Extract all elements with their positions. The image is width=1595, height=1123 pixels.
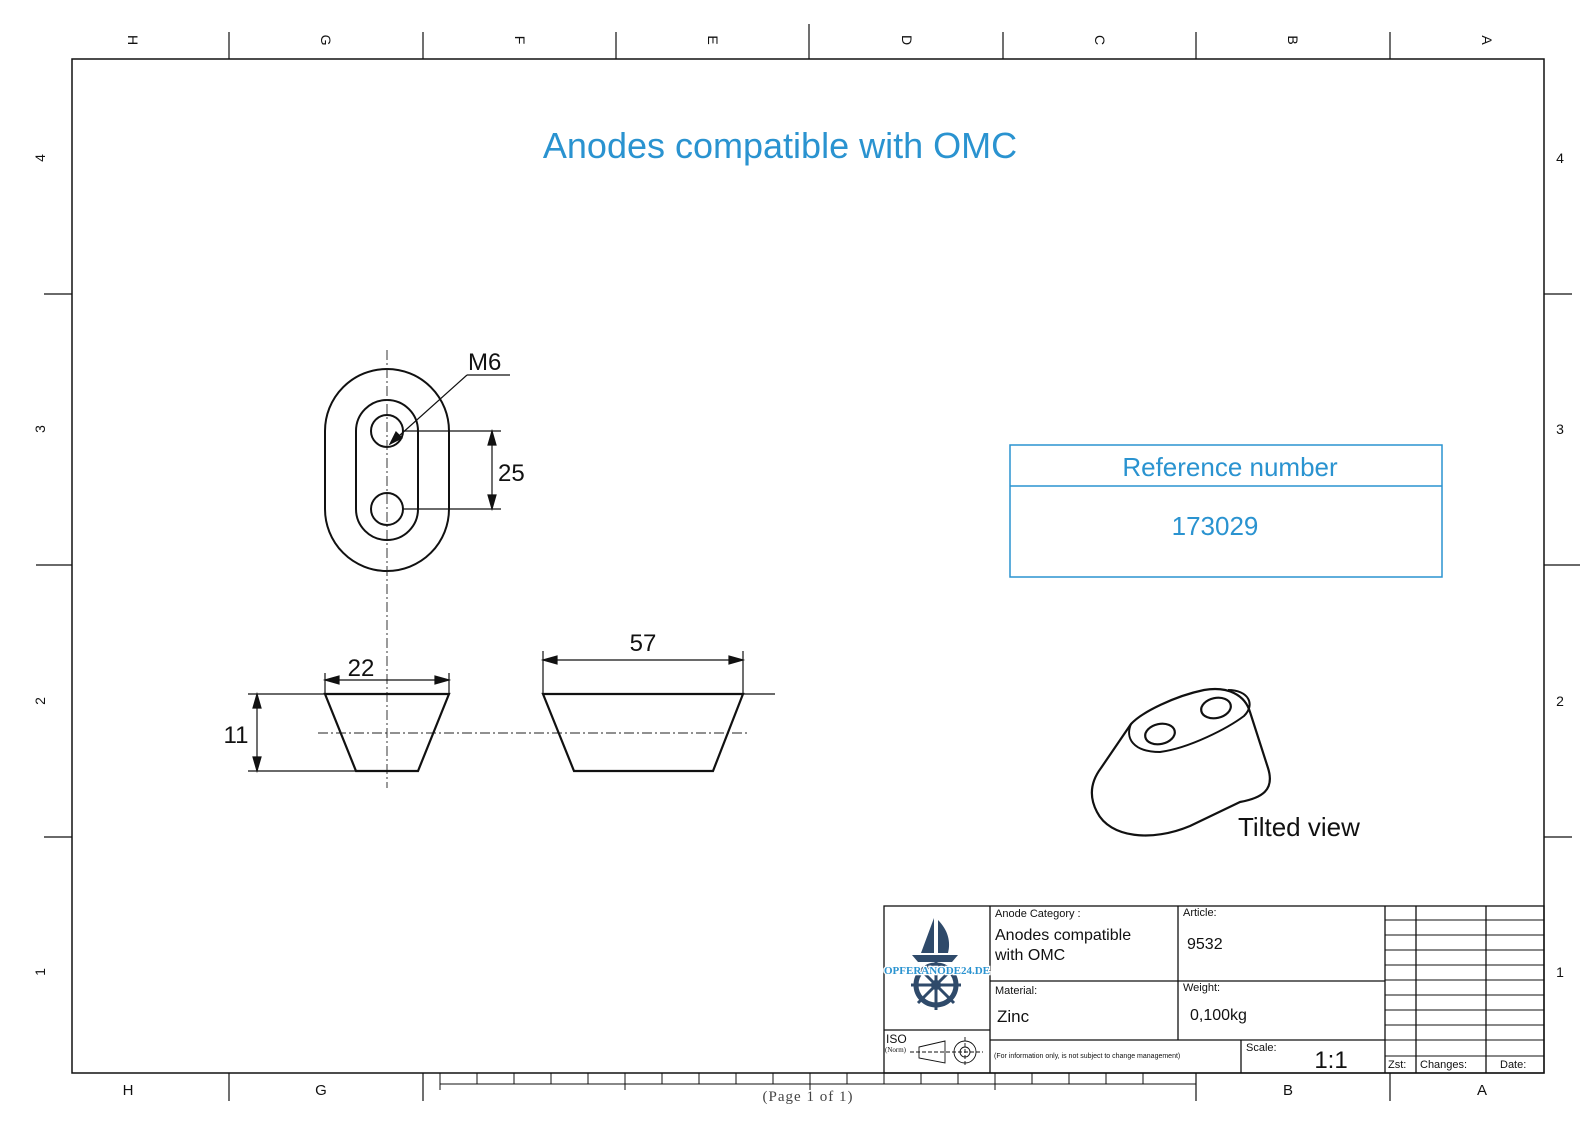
tilted-view [1090, 688, 1271, 837]
dim-hole-spacing-lines [404, 428, 501, 512]
tilted-view-body [1090, 688, 1271, 837]
dim-hole-spacing: 25 [498, 460, 525, 487]
zone-row-1-right: 1 [1556, 964, 1564, 980]
zone-col-c-top: C [1092, 35, 1108, 45]
dim-width: 22 [348, 655, 375, 682]
rev-zst-label: Zst: [1388, 1059, 1406, 1071]
tilted-view-hole-1 [1144, 722, 1176, 746]
zone-col-b-bottom: B [1283, 1082, 1293, 1099]
article-label: Article: [1183, 907, 1217, 919]
material-label: Material: [995, 985, 1037, 997]
dim-length: 57 [630, 630, 657, 657]
rev-date-label: Date: [1500, 1059, 1526, 1071]
reference-box [1009, 444, 1443, 578]
category-label: Anode Category : [995, 908, 1081, 920]
centerlines [318, 350, 748, 788]
zone-col-g-top: G [318, 35, 334, 46]
side-view-trapezoid [541, 692, 745, 773]
zone-col-g-bottom: G [315, 1082, 327, 1099]
company-logo: OPFERANODE24.DE [883, 918, 991, 1010]
zone-col-e-top: E [705, 35, 721, 44]
thread-label: M6 [468, 349, 501, 376]
zone-col-f-top: F [512, 36, 528, 45]
top-zone-letters: H G F E D C B A [125, 35, 1495, 46]
title-block [883, 905, 1545, 1074]
zone-row-2-left: 2 [32, 697, 48, 705]
tilted-view-top-face [1128, 689, 1251, 753]
rev-changes-label: Changes: [1420, 1059, 1467, 1071]
zone-col-h-bottom: H [123, 1082, 134, 1099]
page-label: (Page 1 of 1) [763, 1089, 854, 1105]
zone-col-a-top: A [1479, 35, 1495, 45]
scale-label: Scale: [1246, 1042, 1277, 1054]
bottom-zone-letters: H G B A [123, 1082, 1487, 1099]
reference-number: 173029 [1172, 511, 1259, 541]
left-zone-numbers: 4 3 2 1 [32, 154, 48, 976]
zone-row-4-right: 4 [1556, 150, 1564, 166]
zone-row-4-left: 4 [32, 154, 48, 162]
zone-col-d-top: D [899, 35, 915, 45]
thread-leader [388, 374, 510, 446]
zone-row-3-right: 3 [1556, 421, 1564, 437]
right-zone-numbers: 4 3 2 1 [1556, 150, 1564, 980]
projection-symbol-icon [910, 1037, 983, 1067]
side-zone-dividers [36, 293, 1580, 838]
zone-col-a-bottom: A [1477, 1082, 1487, 1099]
scale-value: 1:1 [1314, 1047, 1347, 1074]
weight-value: 0,100kg [1190, 1007, 1247, 1024]
logo-hull-icon [912, 955, 958, 962]
category-value-line1: Anodes compatible [995, 927, 1131, 944]
revision-grid [1385, 919, 1544, 1057]
logo-sail-icon [921, 918, 950, 953]
tilted-view-label: Tilted view [1238, 812, 1360, 842]
front-view-trapezoid [323, 692, 451, 773]
norm-label: (Norm) [885, 1046, 907, 1054]
category-value-line2: with OMC [994, 947, 1065, 964]
reference-header: Reference number [1122, 452, 1338, 482]
dim-height: 11 [224, 722, 249, 749]
zone-col-h-top: H [125, 35, 141, 45]
iso-label: ISO [886, 1032, 907, 1046]
dim-height-lines [248, 691, 356, 774]
zone-col-b-top: B [1285, 35, 1301, 44]
zone-row-3-left: 3 [32, 425, 48, 433]
drawing-frame [71, 58, 1545, 1074]
top-zone-dividers [228, 24, 1391, 59]
zone-row-2-right: 2 [1556, 693, 1564, 709]
weight-label: Weight: [1183, 982, 1220, 994]
tilted-view-hole-2 [1200, 696, 1232, 720]
dim-width-lines [322, 673, 452, 694]
zone-row-1-left: 1 [32, 968, 48, 976]
logo-text: OPFERANODE24.DE [884, 965, 990, 977]
material-value: Zinc [997, 1007, 1030, 1026]
drawing-title: Anodes compatible with OMC [543, 125, 1017, 166]
dim-length-lines [540, 651, 746, 694]
bottom-ruler [439, 1073, 1197, 1090]
article-value: 9532 [1187, 936, 1223, 953]
disclaimer-note: (For information only, is not subject to… [994, 1053, 1180, 1060]
